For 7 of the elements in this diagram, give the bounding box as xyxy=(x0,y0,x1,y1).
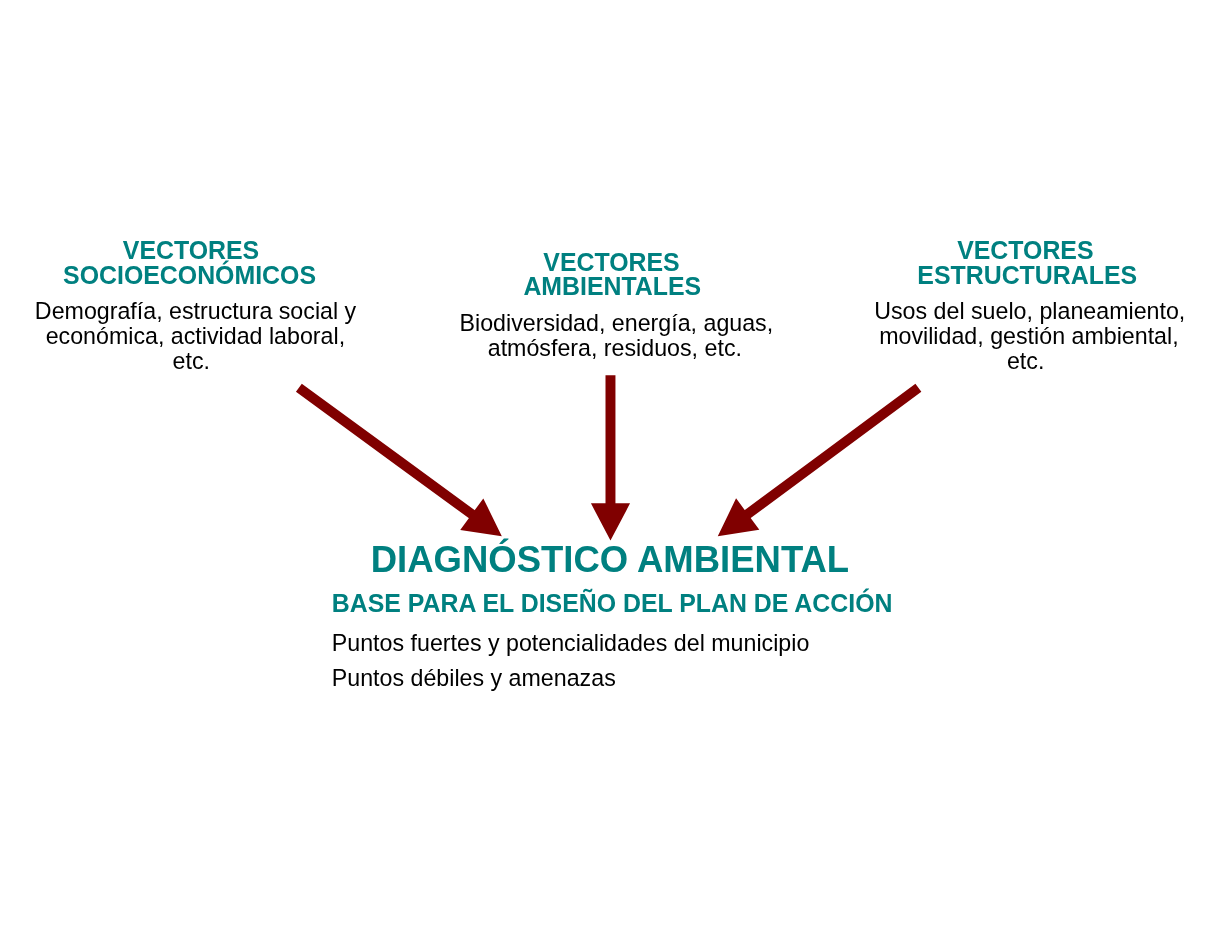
node-text: DIAGNÓSTICO AMBIENTAL BASE PARA EL DISEÑO DEL PLAN DE ACCIÓN Puntos fuertes y potencialidades del municipio Puntos débiles y amenazas xyxy=(331,538,893,691)
node-text: VECTORES AMBIENTALES Biodiversidad, energía, aguas, atmósfera, residuos, etc. xyxy=(459,247,774,361)
arrow xyxy=(717,383,922,536)
arrow xyxy=(295,383,502,536)
node-text: VECTORES ESTRUCTURALES Usos del suelo, planeamiento, movilidad, gestión ambiental, etc. xyxy=(874,235,1186,374)
arrow xyxy=(590,374,631,541)
node-text: VECTORES SOCIOECONÓMICOS Demografía, estructura social y económica, actividad laboral, etc. xyxy=(34,235,357,374)
